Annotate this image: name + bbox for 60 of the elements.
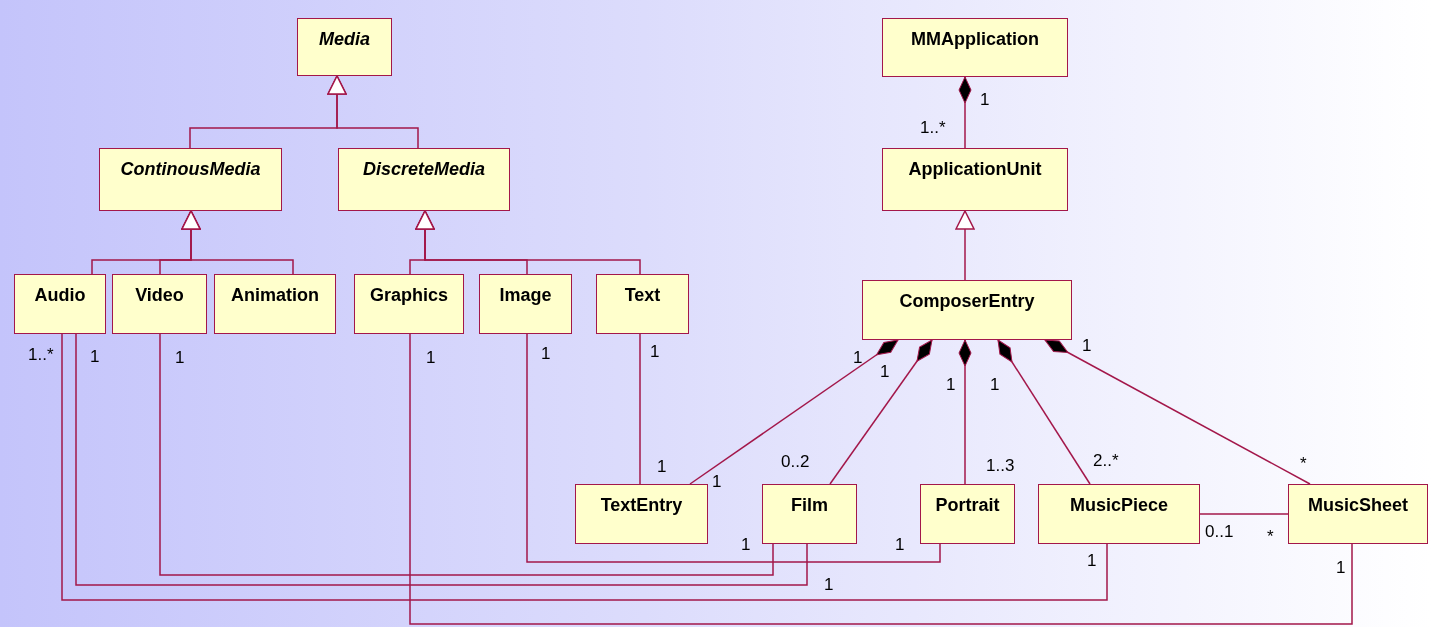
association-line xyxy=(159,333,774,576)
association-line xyxy=(75,333,808,586)
multiplicity-label: 1..* xyxy=(920,118,946,138)
generalization-arrow xyxy=(327,75,419,149)
class-box: Media xyxy=(297,18,392,76)
multiplicity-label: 0..1 xyxy=(1205,522,1234,542)
multiplicity-label: 1 xyxy=(741,535,751,555)
generalization-arrow xyxy=(181,210,294,275)
multiplicity-label: 1 xyxy=(541,344,551,364)
class-box: TextEntry xyxy=(575,484,708,544)
multiplicity-label: 1 xyxy=(895,535,905,555)
class-box: DiscreteMedia xyxy=(338,148,510,211)
class-box: Film xyxy=(762,484,857,544)
multiplicity-label: 1 xyxy=(1336,558,1346,578)
multiplicity-label: 1 xyxy=(1087,551,1097,571)
composition-line xyxy=(689,339,899,485)
multiplicity-label: 1 xyxy=(712,472,722,492)
multiplicity-label: 1 xyxy=(657,457,667,477)
class-box: MMApplication xyxy=(882,18,1068,77)
composition-line xyxy=(1044,339,1311,485)
class-box: Graphics xyxy=(354,274,464,334)
multiplicity-label: 0..2 xyxy=(781,452,810,472)
class-box: Portrait xyxy=(920,484,1015,544)
generalization-arrow xyxy=(955,210,975,281)
multiplicity-label: * xyxy=(1300,454,1307,474)
multiplicity-label: 1 xyxy=(175,348,185,368)
multiplicity-label: 1 xyxy=(880,362,890,382)
association-line xyxy=(526,333,941,563)
association-line xyxy=(61,333,1108,601)
class-box: ContinousMedia xyxy=(99,148,282,211)
multiplicity-label: 1 xyxy=(990,375,1000,395)
class-box: ApplicationUnit xyxy=(882,148,1068,211)
class-box: Text xyxy=(596,274,689,334)
multiplicity-label: 2..* xyxy=(1093,451,1119,471)
multiplicity-label: 1 xyxy=(824,575,834,595)
composition-line xyxy=(958,339,972,485)
multiplicity-label: 1 xyxy=(1082,336,1092,356)
class-box: ComposerEntry xyxy=(862,280,1072,340)
association-line xyxy=(409,333,1353,625)
class-box: Image xyxy=(479,274,572,334)
multiplicity-label: 1 xyxy=(980,90,990,110)
multiplicity-label: 1 xyxy=(650,342,660,362)
multiplicity-label: 1 xyxy=(946,375,956,395)
class-box: Audio xyxy=(14,274,106,334)
multiplicity-label: 1..* xyxy=(28,345,54,365)
multiplicity-label: 1..3 xyxy=(986,456,1015,476)
association-line xyxy=(639,333,641,485)
composition-line xyxy=(829,339,933,485)
composition-line xyxy=(958,76,972,149)
multiplicity-label: * xyxy=(1267,527,1274,547)
multiplicity-label: 1 xyxy=(853,348,863,368)
generalization-arrow xyxy=(415,210,641,275)
composition-line xyxy=(997,339,1091,485)
class-box: MusicSheet xyxy=(1288,484,1428,544)
class-box: Video xyxy=(112,274,207,334)
multiplicity-label: 1 xyxy=(426,348,436,368)
multiplicity-label: 1 xyxy=(90,347,100,367)
association-line xyxy=(1199,513,1289,515)
class-box: Animation xyxy=(214,274,336,334)
class-box: MusicPiece xyxy=(1038,484,1200,544)
